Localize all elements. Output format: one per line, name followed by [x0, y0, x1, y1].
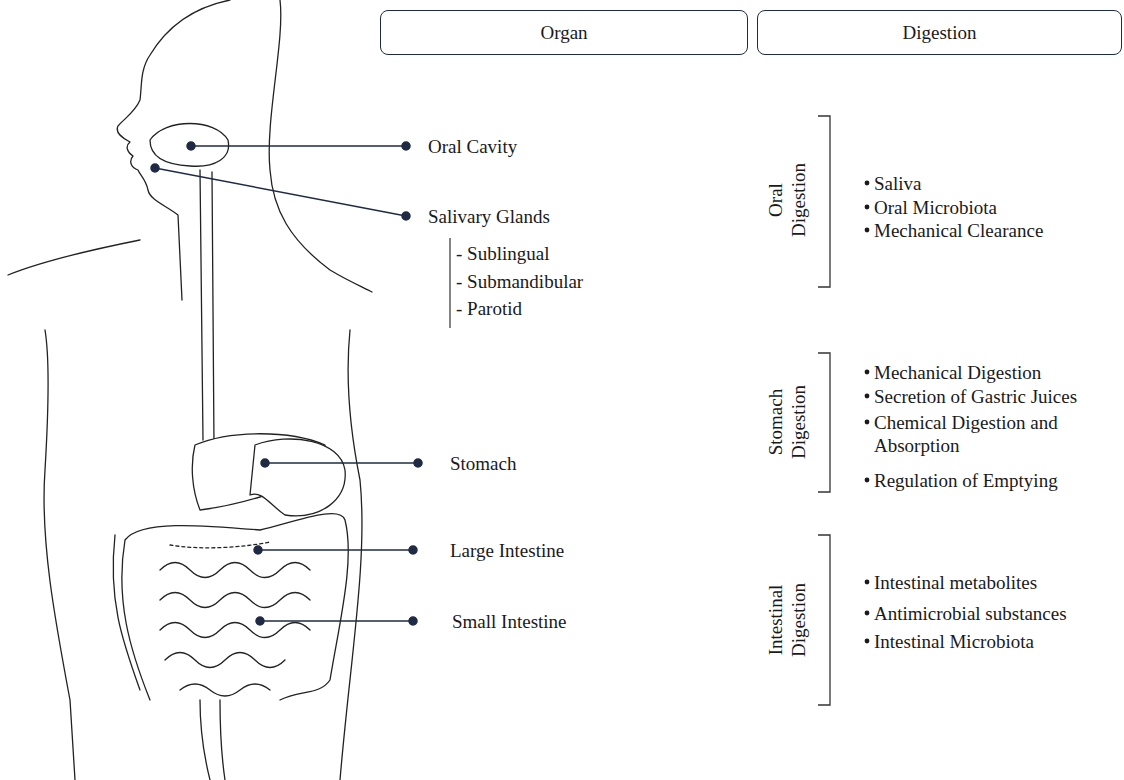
organ-label: Large Intestine [450, 539, 564, 562]
stage-label: Stomach Digestion [764, 377, 810, 467]
header-text: Organ [532, 21, 595, 44]
header-text: Digestion [895, 21, 985, 44]
organ-label: Oral Cavity [428, 135, 517, 158]
bullet-item: Saliva [874, 172, 1120, 195]
brackets [818, 116, 830, 705]
stage-label: Intestinal Digestion [764, 575, 810, 665]
bullet-item: Oral Microbiota [874, 196, 1120, 219]
bullet-item: Intestinal metabolites [874, 571, 1120, 594]
gland-label: - Sublingual [456, 242, 549, 265]
organ-label: Salivary Glands [428, 205, 550, 228]
organ-label: Small Intestine [452, 610, 567, 633]
bullet-item: Chemical Digestion and Absorption [874, 411, 1120, 457]
bullet-item: Secretion of Gastric Juices [874, 385, 1120, 408]
header-box: Digestion [757, 10, 1122, 55]
gland-label: - Parotid [456, 297, 522, 320]
bullet-item: Intestinal Microbiota [874, 630, 1120, 653]
leader-lines [151, 142, 450, 625]
gland-label: - Submandibular [456, 270, 583, 293]
bullets [865, 181, 870, 644]
bullet-item: Mechanical Digestion [874, 361, 1120, 384]
stage-label: Oral Digestion [764, 155, 810, 245]
organ-label: Stomach [450, 452, 517, 475]
bullet-item: Regulation of Emptying [874, 469, 1120, 492]
bullet-item: Mechanical Clearance [874, 219, 1120, 242]
header-box: Organ [380, 10, 748, 55]
bullet-item: Antimicrobial substances [874, 602, 1120, 625]
